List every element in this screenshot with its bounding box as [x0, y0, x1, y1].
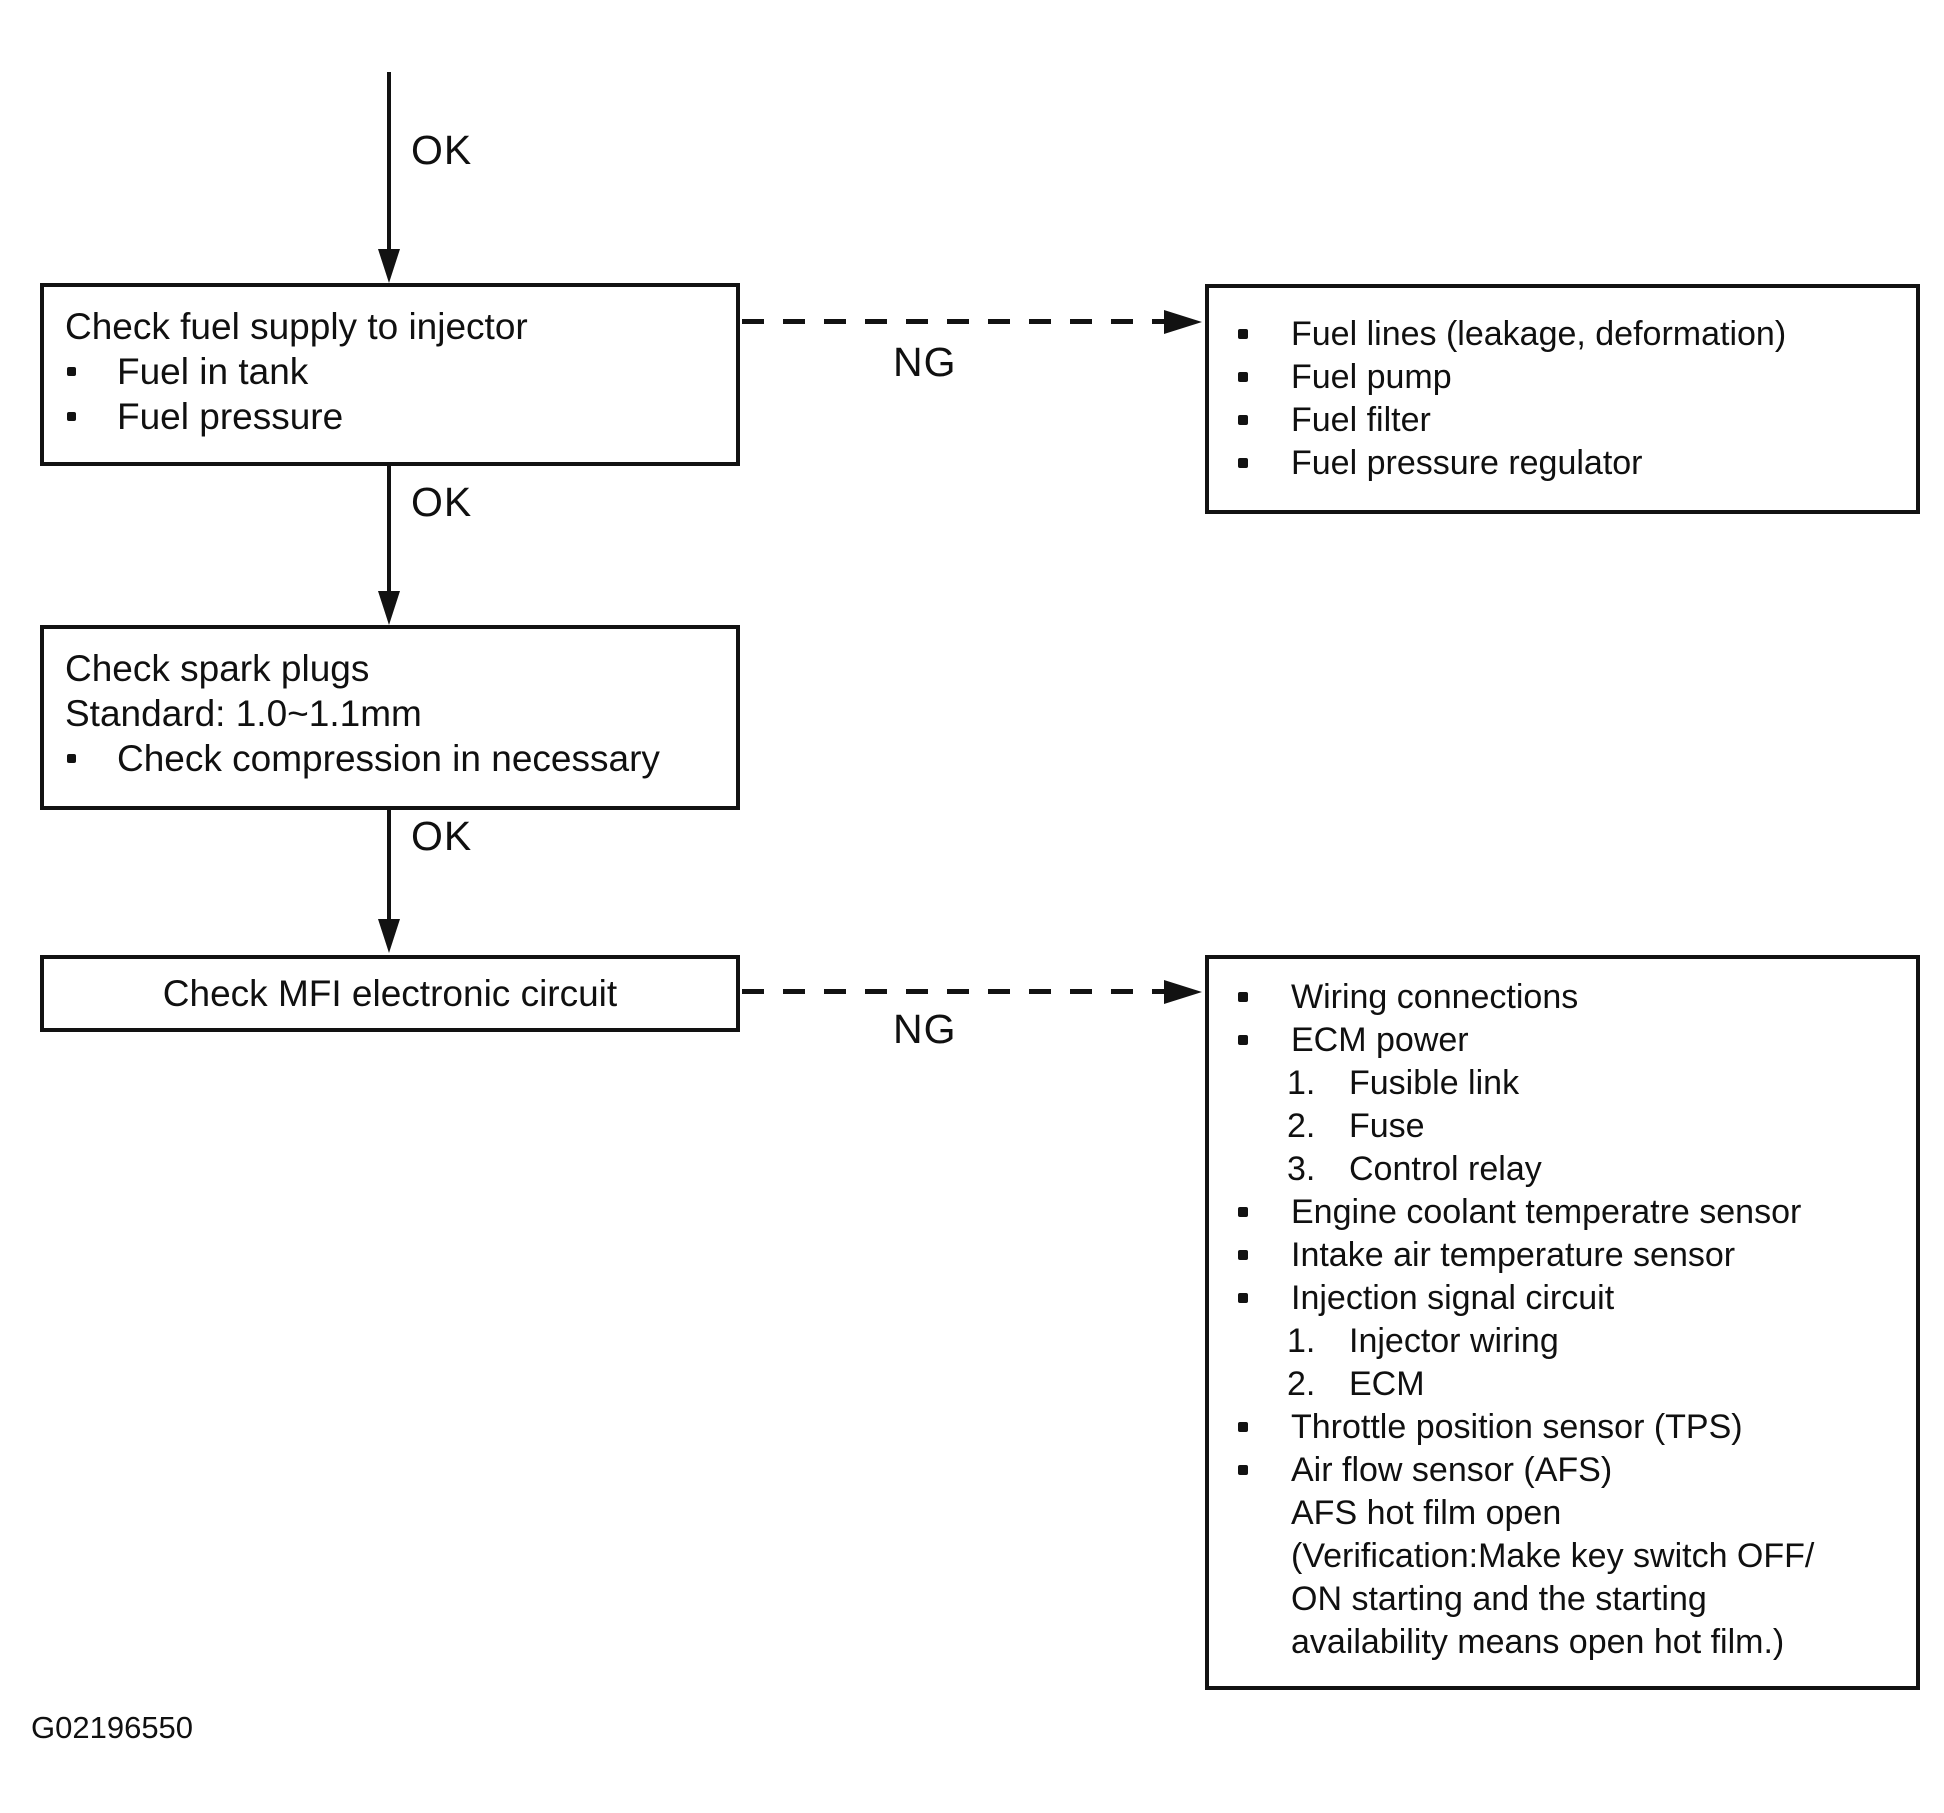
- list-item: 1. Injector wiring: [1209, 1320, 1908, 1363]
- list-item-text: Engine coolant temperatre sensor: [1291, 1193, 1802, 1231]
- figure-id: G02196550: [31, 1710, 194, 1745]
- list-item: Fuel pressure regulator: [1209, 442, 1908, 485]
- list-item-text: Fuel filter: [1291, 401, 1431, 439]
- mfi-circuit-ng-box: Wiring connections ECM power 1. Fusible …: [1205, 955, 1920, 1690]
- list-item-text: Fusible link: [1349, 1064, 1520, 1102]
- list-item: Engine coolant temperatre sensor: [1209, 1191, 1908, 1234]
- flow-line-2: [387, 464, 391, 594]
- list-item: ECM power: [1209, 1019, 1908, 1062]
- arrow-down-icon: [378, 249, 400, 283]
- list-item: Fuel pump: [1209, 356, 1908, 399]
- list-item: ON starting and the starting: [1209, 1578, 1908, 1621]
- bullet-icon: [1238, 1250, 1248, 1260]
- list-item-text: Injector wiring: [1349, 1322, 1559, 1360]
- fuel-supply-ng-box: Fuel lines (leakage, deformation) Fuel p…: [1205, 284, 1920, 514]
- bullet-icon: [1238, 329, 1248, 339]
- ok-label-1: OK: [411, 127, 473, 173]
- list-item: Air flow sensor (AFS): [1209, 1449, 1908, 1492]
- box-title: Check MFI electronic circuit: [162, 973, 618, 1014]
- list-item-number: 2.: [1287, 1107, 1316, 1145]
- list-item-text: ECM power: [1291, 1021, 1469, 1059]
- ng-connector-line-1: [742, 319, 1164, 324]
- list-item-text: availability means open hot film.): [1291, 1623, 1785, 1661]
- bullet-icon: [1238, 1293, 1248, 1303]
- list-item: Fuel lines (leakage, deformation): [1209, 313, 1908, 356]
- list-item: Wiring connections: [1209, 976, 1908, 1019]
- bullet-icon: [67, 754, 76, 763]
- list-item: (Verification:Make key switch OFF/: [1209, 1535, 1908, 1578]
- list-item-text: Intake air temperature sensor: [1291, 1236, 1736, 1274]
- arrow-right-icon: [1164, 310, 1202, 334]
- ok-label-2: OK: [411, 479, 473, 525]
- list-item: 3. Control relay: [1209, 1148, 1908, 1191]
- list-item: AFS hot film open: [1209, 1492, 1908, 1535]
- bullet-icon: [1238, 372, 1248, 382]
- arrow-down-icon: [378, 919, 400, 953]
- list-item: 2. ECM: [1209, 1363, 1908, 1406]
- list-item-text: ECM: [1349, 1365, 1425, 1403]
- list-item: 1. Fusible link: [1209, 1062, 1908, 1105]
- list-item: availability means open hot film.): [1209, 1621, 1908, 1664]
- box-title: Check spark plugs: [65, 648, 370, 689]
- bullet-icon: [1238, 1035, 1248, 1045]
- list-item-number: 2.: [1287, 1365, 1316, 1403]
- list-item-text: Throttle position sensor (TPS): [1291, 1408, 1743, 1446]
- bullet-icon: [1238, 415, 1248, 425]
- flow-line-top: [387, 72, 391, 252]
- list-item: Intake air temperature sensor: [1209, 1234, 1908, 1277]
- list-item-text: Fuel in tank: [117, 351, 309, 392]
- bullet-icon: [67, 412, 76, 421]
- box-subtitle: Standard: 1.0~1.1mm: [65, 693, 422, 734]
- arrow-down-icon: [378, 591, 400, 625]
- list-item-text: AFS hot film open: [1291, 1494, 1562, 1532]
- list-item: Fuel pressure: [65, 394, 722, 439]
- check-fuel-supply-box: Check fuel supply to injector Fuel in ta…: [40, 283, 740, 466]
- list-item-text: ON starting and the starting: [1291, 1580, 1707, 1618]
- list-item-text: Air flow sensor (AFS): [1291, 1451, 1613, 1489]
- list-item-text: (Verification:Make key switch OFF/: [1291, 1537, 1815, 1575]
- list-item-text: Fuel pressure: [117, 396, 344, 437]
- list-item-number: 1.: [1287, 1064, 1316, 1102]
- ng-label-2: NG: [893, 1006, 957, 1052]
- check-mfi-circuit-box: Check MFI electronic circuit: [40, 955, 740, 1032]
- list-item-text: Fuel pressure regulator: [1291, 444, 1643, 482]
- list-item: Fuel filter: [1209, 399, 1908, 442]
- bullet-icon: [67, 367, 76, 376]
- bullet-icon: [1238, 1465, 1248, 1475]
- list-item-text: Fuel lines (leakage, deformation): [1291, 315, 1787, 353]
- list-item-text: Wiring connections: [1291, 978, 1579, 1016]
- list-item-text: Fuel pump: [1291, 358, 1452, 396]
- bullet-icon: [1238, 458, 1248, 468]
- ng-label-1: NG: [893, 339, 957, 385]
- list-item-text: Check compression in necessary: [117, 738, 660, 779]
- check-spark-plugs-box: Check spark plugs Standard: 1.0~1.1mm Ch…: [40, 625, 740, 810]
- box-title: Check fuel supply to injector: [65, 306, 528, 347]
- list-item-number: 1.: [1287, 1322, 1316, 1360]
- list-item: 2. Fuse: [1209, 1105, 1908, 1148]
- bullet-icon: [1238, 1422, 1248, 1432]
- list-item-number: 3.: [1287, 1150, 1316, 1188]
- ok-label-3: OK: [411, 813, 473, 859]
- list-item: Injection signal circuit: [1209, 1277, 1908, 1320]
- bullet-icon: [1238, 992, 1248, 1002]
- list-item-text: Control relay: [1349, 1150, 1542, 1188]
- arrow-right-icon: [1164, 980, 1202, 1004]
- ng-connector-line-2: [742, 989, 1164, 994]
- flow-line-3: [387, 808, 391, 922]
- list-item: Check compression in necessary: [65, 736, 722, 781]
- list-item-text: Fuse: [1349, 1107, 1425, 1145]
- list-item: Throttle position sensor (TPS): [1209, 1406, 1908, 1449]
- bullet-icon: [1238, 1207, 1248, 1217]
- list-item: Fuel in tank: [65, 349, 722, 394]
- list-item-text: Injection signal circuit: [1291, 1279, 1615, 1317]
